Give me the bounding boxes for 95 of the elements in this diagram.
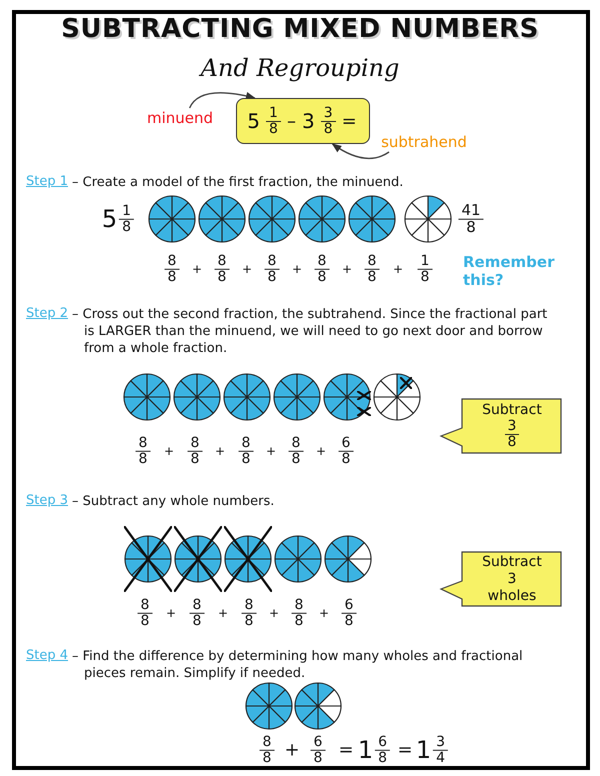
callout-text: 3	[508, 570, 516, 588]
fraction-denominator: 8	[322, 122, 334, 136]
fraction-numerator: 1	[266, 106, 281, 122]
fraction-numerator: 8	[214, 254, 230, 270]
note-text: Remember this?	[463, 253, 553, 289]
fraction-numerator: 1	[418, 254, 432, 270]
step-instruction: – Cross out the second fraction, the subtrahend. Since the fractional part is LARGER than the minuend, we will need to go next door and borrow from a whole fraction.	[72, 306, 548, 357]
fraction-denominator: 8	[190, 452, 200, 466]
step-link: Step 2	[26, 306, 68, 321]
fraction-denominator: 8	[316, 270, 328, 284]
step-instruction: – Subtract any whole numbers.	[72, 493, 276, 510]
fraction-numerator: 3	[504, 419, 520, 435]
term-label: subtrahend	[378, 132, 470, 152]
operator-sign: +	[164, 606, 178, 620]
fraction-numerator: 3	[320, 106, 336, 122]
fraction-numerator: 8	[190, 598, 204, 614]
operator-sign: +	[190, 262, 204, 276]
whole-number: 5	[102, 205, 118, 233]
fraction-denominator: 8	[216, 270, 228, 284]
fraction-denominator: 8	[166, 270, 178, 284]
fraction-denominator: 8	[506, 435, 518, 450]
fraction-numerator: 1	[119, 204, 134, 220]
fraction-denominator: 8	[294, 614, 304, 628]
fraction-denominator: 8	[244, 614, 254, 628]
fraction-numerator: 8	[164, 254, 180, 270]
fraction-denominator: 8	[262, 750, 272, 766]
operator-sign: –	[286, 110, 297, 132]
fraction-numerator: 8	[238, 436, 254, 452]
fraction-denominator: 8	[121, 220, 132, 234]
fraction-numerator: 3	[433, 734, 448, 750]
operator-sign: =	[340, 110, 358, 132]
operator-sign: =	[337, 740, 355, 760]
operator-sign: +	[318, 606, 330, 620]
operator-sign: +	[340, 262, 354, 276]
fraction-numerator: 8	[364, 254, 380, 270]
operator-sign: +	[162, 444, 176, 458]
speech-callout	[440, 398, 562, 454]
operator-sign: +	[283, 740, 301, 760]
fraction-denominator: 8	[140, 614, 150, 628]
fraction-numerator: 8	[288, 436, 304, 452]
fraction-numerator: 8	[188, 436, 202, 452]
operator-sign: +	[314, 444, 328, 458]
fraction-denominator: 8	[290, 452, 302, 466]
step-link: Step 3	[26, 493, 68, 508]
operator-sign: +	[392, 262, 404, 276]
fraction-denominator: 4	[435, 750, 446, 766]
operator-sign: +	[216, 606, 230, 620]
fraction-numerator: 8	[138, 598, 152, 614]
fraction-numerator: 6	[375, 734, 390, 750]
operator-sign: =	[396, 740, 414, 760]
fraction-numerator: 8	[242, 598, 256, 614]
chart-title: SUBTRACTING MIXED NUMBERS	[60, 14, 540, 44]
fraction-numerator: 8	[260, 734, 274, 750]
subtitle: And Regrouping	[200, 54, 400, 82]
speech-callout	[440, 551, 562, 607]
fraction-numerator: 8	[264, 254, 280, 270]
fraction-numerator: 6	[342, 598, 356, 614]
fraction-denominator: 8	[268, 122, 279, 136]
whole-number: 5	[247, 109, 260, 133]
operator-sign: +	[214, 444, 226, 458]
whole-number: 1	[358, 736, 374, 764]
fraction-denominator: 8	[420, 270, 430, 284]
fraction-denominator: 8	[366, 270, 378, 284]
fraction-denominator: 8	[266, 270, 278, 284]
fraction-denominator: 8	[312, 750, 324, 766]
fraction-numerator: 6	[338, 436, 354, 452]
callout-text: Subtract	[482, 554, 542, 570]
operator-sign: +	[290, 262, 304, 276]
curved-arrow	[188, 92, 256, 108]
fraction-denominator: 8	[240, 452, 252, 466]
fraction-denominator: 8	[138, 452, 148, 466]
operator-sign: +	[240, 262, 254, 276]
fraction-numerator: 8	[314, 254, 330, 270]
operator-sign: +	[264, 444, 278, 458]
callout-text: wholes	[488, 588, 536, 604]
step-link: Step 1	[26, 174, 68, 189]
fraction-denominator: 8	[465, 220, 477, 236]
operator-sign: +	[268, 606, 280, 620]
whole-number: 3	[302, 109, 315, 133]
curved-arrow	[332, 143, 390, 160]
fraction-numerator: 8	[292, 598, 306, 614]
fraction-numerator: 6	[310, 734, 326, 750]
callout-text: Subtract	[482, 402, 542, 420]
step-link: Step 4	[26, 648, 68, 663]
term-label: minuend	[140, 108, 220, 128]
step-instruction: – Find the difference by determining how many wholes and fractional pieces remain. Simplify if needed.	[72, 648, 524, 682]
equation-box	[236, 98, 370, 144]
whole-number: 1	[416, 736, 432, 764]
fraction-denominator: 8	[377, 750, 388, 766]
fraction-denominator: 8	[192, 614, 202, 628]
step-instruction: – Create a model of the first fraction, the minuend.	[72, 174, 404, 191]
fraction-numerator: 41	[458, 202, 484, 220]
fraction-denominator: 8	[344, 614, 354, 628]
fraction-denominator: 8	[340, 452, 352, 466]
fraction-numerator: 8	[136, 436, 150, 452]
